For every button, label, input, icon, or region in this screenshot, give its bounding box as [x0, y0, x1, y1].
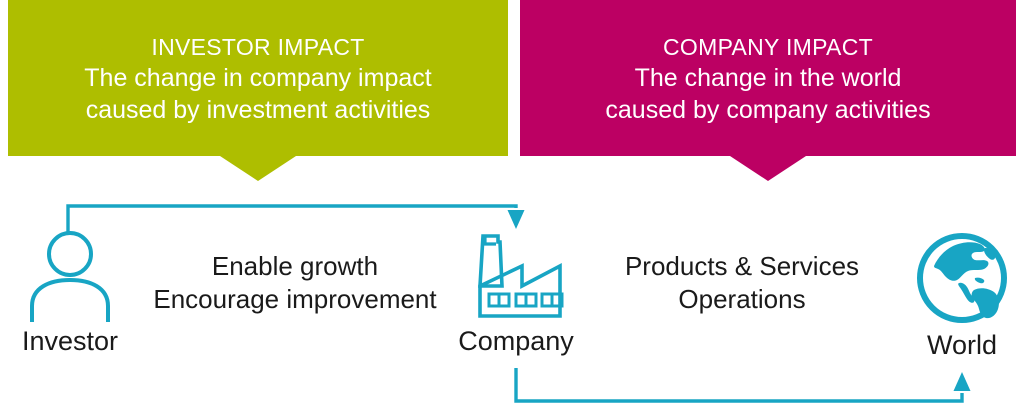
- caption-investor-to-company-line1: Enable growth: [211, 251, 379, 281]
- banner-shape-company: [520, 0, 1016, 181]
- node-world[interactable]: World: [898, 228, 1024, 362]
- banner-investor-title: INVESTOR IMPACT: [151, 34, 365, 60]
- banner-shape-investor: [8, 0, 508, 181]
- banner-investor-line2: caused by investment activities: [85, 96, 431, 124]
- person-icon: [30, 231, 110, 322]
- arrowhead-up-icon: [953, 372, 971, 391]
- node-company-label: Company: [458, 326, 574, 356]
- caption-investor-to-company-line2: Encourage improvement: [153, 284, 437, 314]
- banner-company-title: COMPANY IMPACT: [663, 34, 873, 60]
- node-investor[interactable]: Investor: [6, 228, 134, 358]
- banner-company-text: COMPANY IMPACT The change in the world c…: [520, 32, 1016, 126]
- banner-company-line1: The change in the world: [634, 64, 902, 92]
- caption-investor-to-company: Enable growth Encourage improvement: [140, 250, 450, 316]
- banner-company-impact: COMPANY IMPACT The change in the world c…: [520, 0, 1016, 181]
- connector-company-to-world: [514, 368, 971, 403]
- node-company[interactable]: Company: [452, 228, 580, 358]
- caption-company-to-world-line1: Products & Services: [624, 251, 860, 281]
- globe-icon: [917, 233, 1007, 323]
- caption-company-to-world-line2: Operations: [678, 284, 806, 314]
- node-investor-label: Investor: [21, 326, 119, 356]
- arrowhead-down-icon: [507, 210, 525, 229]
- banner-company-line2: caused by company activities: [605, 96, 931, 124]
- banner-investor-impact: INVESTOR IMPACT The change in company im…: [8, 0, 508, 181]
- banner-investor-line1: The change in company impact: [84, 64, 432, 92]
- caption-company-to-world: Products & Services Operations: [592, 250, 892, 316]
- banner-investor-text: INVESTOR IMPACT The change in company im…: [8, 32, 508, 126]
- factory-icon: [478, 234, 564, 318]
- node-world-label: World: [926, 330, 998, 360]
